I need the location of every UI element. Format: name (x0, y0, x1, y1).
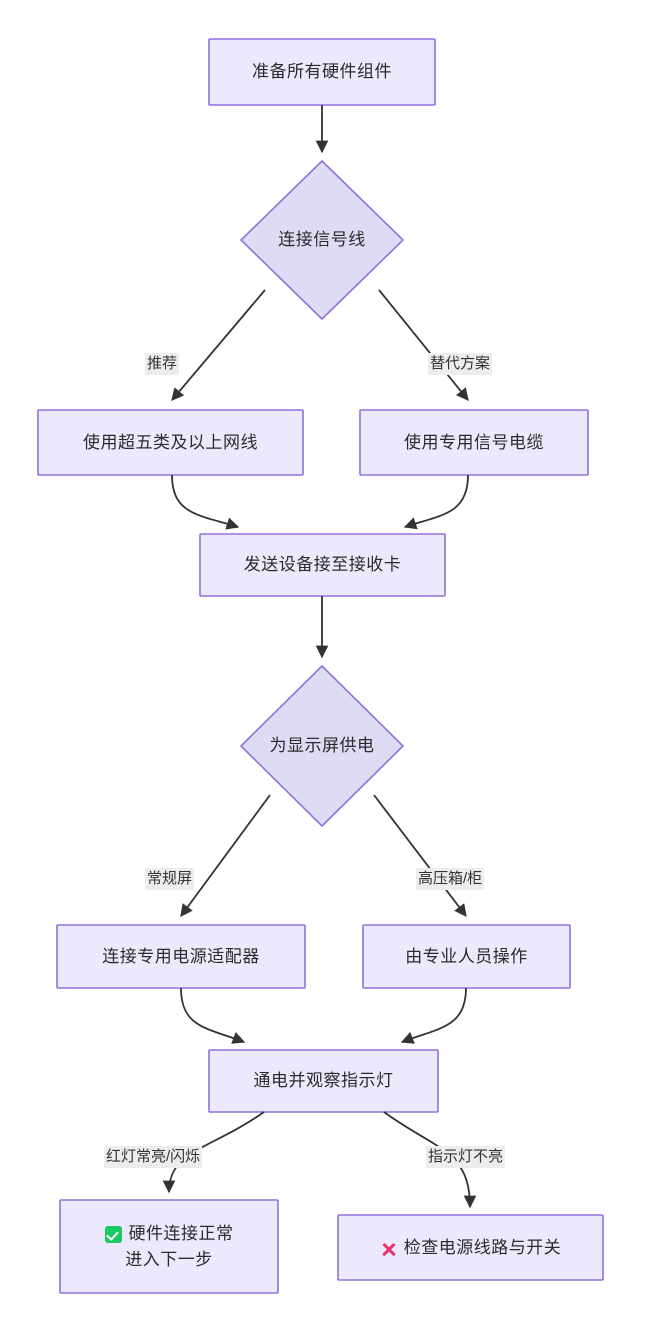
edge-signal-cat5e (171, 289, 266, 401)
edge-label-standard-screen: 常规屏 (145, 868, 195, 890)
edge-label-alternative: 替代方案 (428, 353, 493, 375)
node-adapter[interactable] (56, 924, 306, 989)
node-start[interactable] (208, 38, 436, 106)
edge-adapter-observe (180, 987, 246, 1044)
edge-power-adapter (180, 794, 271, 918)
edge-professional-observe (400, 987, 467, 1044)
node-sender[interactable] (199, 533, 446, 597)
edge-label-no-light: 指示灯不亮 (426, 1146, 506, 1168)
edge-label-high-voltage-box: 高压箱/柜 (416, 868, 485, 890)
node-ok[interactable] (59, 1199, 279, 1294)
node-professional[interactable] (362, 924, 571, 989)
edge-cable-sender (403, 474, 469, 530)
node-power[interactable] (239, 664, 405, 828)
edge-label-red-light-on: 红灯常亮/闪烁 (104, 1146, 203, 1168)
node-observe[interactable] (208, 1049, 439, 1113)
edge-signal-cable (378, 289, 469, 401)
node-cable[interactable] (359, 409, 589, 476)
edge-cat5e-sender (171, 474, 240, 530)
edge-power-professional (373, 794, 467, 918)
node-cat5e[interactable] (37, 409, 304, 476)
node-signal[interactable] (239, 159, 405, 321)
node-fail[interactable] (337, 1214, 604, 1281)
edge-label-recommended: 推荐 (145, 353, 180, 375)
